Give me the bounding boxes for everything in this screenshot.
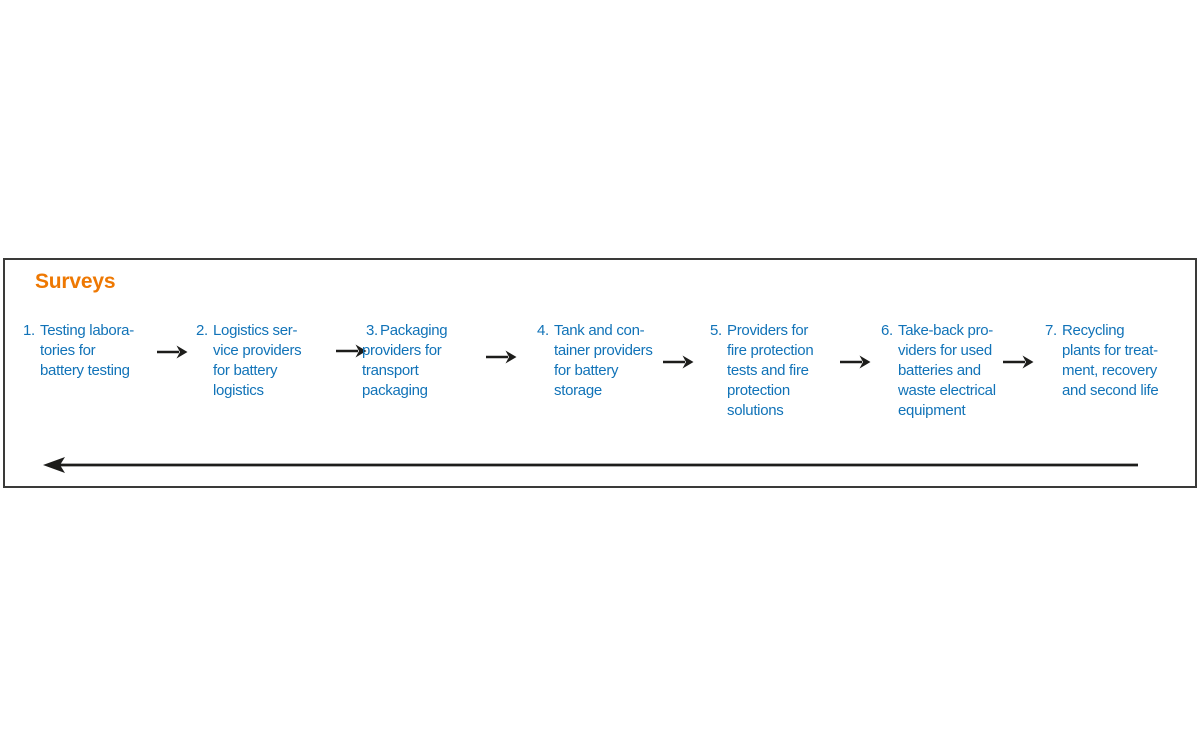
step-number: 3. <box>366 322 378 339</box>
arrow-right-icon <box>840 355 871 369</box>
arrow-right-icon <box>663 355 694 369</box>
step-number: 7. <box>1045 322 1057 339</box>
survey-step-6: 6. Take-back pro- viders for used batter… <box>881 321 1048 421</box>
survey-step-1: 1. Testing labora- tories for battery te… <box>23 321 190 381</box>
survey-step-4: 4. Tank and con- tainer providers for ba… <box>537 321 704 401</box>
survey-step-7: 7. Recycling plants for treat- ment, rec… <box>1045 321 1200 401</box>
arrow-right-icon <box>157 345 188 359</box>
step-text: Tank and con- tainer providers for batte… <box>554 322 653 399</box>
panel-title: Surveys <box>35 270 116 293</box>
arrow-right-icon <box>1003 355 1034 369</box>
step-text: Recycling plants for treat- ment, recove… <box>1062 322 1159 399</box>
step-text: Testing labora- tories for battery testi… <box>40 322 134 379</box>
step-number: 1. <box>23 322 35 339</box>
step-number: 5. <box>710 322 722 339</box>
step-text: Packaging providers for transport packag… <box>362 322 448 399</box>
survey-step-3: 3. Packaging providers for transport pac… <box>362 321 512 401</box>
survey-step-2: 2. Logistics ser- vice providers for bat… <box>196 321 363 401</box>
arrow-left-icon <box>43 457 1138 473</box>
step-number: 4. <box>537 322 549 339</box>
step-text: Providers for fire protection tests and … <box>727 322 814 419</box>
survey-step-5: 5. Providers for fire protection tests a… <box>710 321 877 421</box>
arrow-right-icon <box>486 350 517 364</box>
step-number: 6. <box>881 322 893 339</box>
surveys-panel: Surveys <box>3 258 1197 488</box>
step-text: Logistics ser- vice providers for batter… <box>213 322 302 399</box>
arrow-right-icon <box>336 344 367 358</box>
step-text: Take-back pro- viders for used batteries… <box>898 322 996 419</box>
step-number: 2. <box>196 322 208 339</box>
